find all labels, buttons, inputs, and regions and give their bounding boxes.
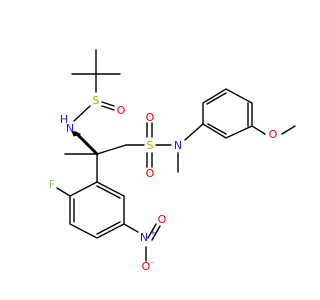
- atom-nitro-o-double: O: [158, 213, 167, 226]
- ring-double-bond: [207, 123, 227, 135]
- wedge-bond: [74, 131, 99, 156]
- fluoronitrophenyl-ring: [69, 181, 125, 239]
- bond: [251, 125, 266, 135]
- atom-sulfinyl-o: O: [117, 104, 126, 117]
- ring-double-bond: [96, 185, 121, 199]
- bond: [101, 101, 115, 107]
- atom-sulfonyl-o-bottom: O: [146, 167, 155, 180]
- bond: [73, 105, 91, 122]
- charge-plus: +: [150, 229, 156, 237]
- atom-methoxy-o: O: [269, 128, 278, 141]
- atom-nitro-o-single: O: [142, 260, 151, 273]
- ring-double-bond: [96, 221, 121, 235]
- atom-sulfinyl-s: S: [93, 94, 100, 107]
- atom-labels: S O H N S O O N O F N O O: [49, 94, 278, 273]
- bond: [56, 187, 71, 197]
- bond: [151, 225, 161, 241]
- bond: [147, 223, 157, 239]
- ring-double-bond: [206, 92, 227, 105]
- bond: [96, 144, 127, 155]
- bond: [101, 105, 115, 111]
- atom-nh-h: H: [60, 113, 68, 126]
- bonds: [56, 49, 296, 262]
- bond: [123, 223, 139, 233]
- charge-minus: -: [151, 259, 154, 267]
- atom-nh-n: N: [66, 122, 74, 135]
- methoxyphenyl-ring: [202, 88, 253, 139]
- atom-nitro-n: N: [140, 231, 148, 244]
- atom-amide-n: N: [174, 139, 182, 152]
- structure-diagram: S O H N S O O N O F N O O + -: [49, 49, 296, 273]
- atom-fluorine: F: [49, 178, 55, 191]
- molecule-canvas: S O H N S O O N O F N O O + -: [49, 49, 296, 273]
- bond: [184, 123, 204, 141]
- atom-sulfonyl-o-top: O: [146, 111, 155, 124]
- bond: [281, 125, 296, 135]
- atom-sulfonyl-s: S: [147, 139, 154, 152]
- charges: + -: [150, 229, 156, 267]
